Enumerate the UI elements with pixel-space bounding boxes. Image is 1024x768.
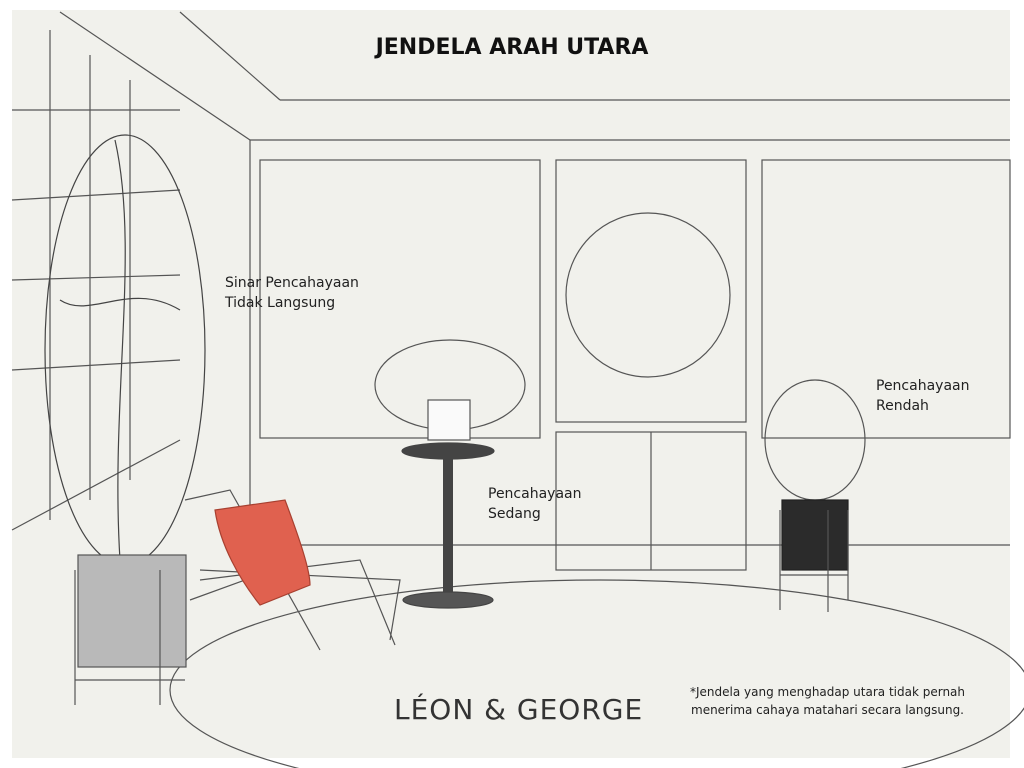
plant-stand-left xyxy=(74,570,185,705)
label-line: Pencahayaan xyxy=(876,378,970,394)
zz-plant xyxy=(764,379,866,501)
tall-plant xyxy=(44,134,206,566)
label-line: Sedang xyxy=(488,506,541,522)
plant-stand-right xyxy=(779,510,849,612)
label-line: Rendah xyxy=(876,398,929,414)
round-mirror xyxy=(565,212,731,378)
footnote-line: menerima cahaya matahari secara langsung… xyxy=(691,703,964,717)
footnote-line: *Jendela yang menghadap utara tidak pern… xyxy=(690,685,966,699)
pothos-plant xyxy=(374,339,526,441)
black-pot xyxy=(781,499,849,571)
grey-pot xyxy=(77,554,187,668)
side-table xyxy=(401,442,495,609)
label-line: Sinar Pencahayaan xyxy=(225,275,359,291)
label-line: Pencahayaan xyxy=(488,486,582,502)
lounge-chair xyxy=(184,489,401,651)
brand-logo: LÉON & GEORGE xyxy=(394,693,644,726)
room-lines xyxy=(59,11,1024,768)
label-line: Tidak Langsung xyxy=(225,295,336,311)
footnote: *Jendela yang menghadap utara tidak pern… xyxy=(690,683,965,719)
red-cushion xyxy=(214,499,311,606)
window xyxy=(11,30,181,531)
page-title: JENDELA ARAH UTARA xyxy=(375,35,649,60)
